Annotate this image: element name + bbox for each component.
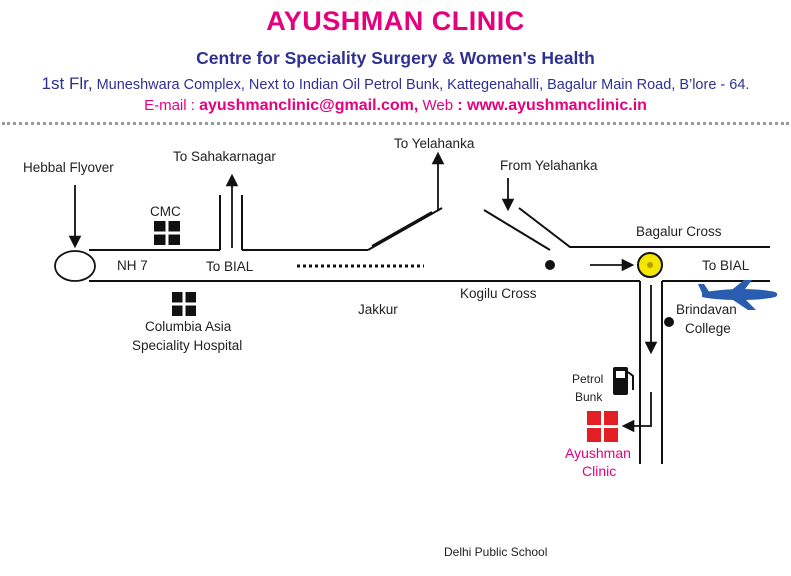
label-cmc: CMC — [150, 204, 181, 219]
clinic-contact: E-mail : ayushmanclinic@gmail.com, Web :… — [0, 97, 791, 115]
yelahanka-road-right — [518, 207, 770, 248]
kogilu-cross-dot — [545, 260, 555, 270]
label-kogilu-cross: Kogilu Cross — [460, 286, 537, 301]
columbia-hospital-icon — [172, 292, 196, 316]
arrow-to-clinic — [621, 392, 652, 433]
label-clinic-line2: Clinic — [582, 463, 616, 479]
direction-arrows — [68, 151, 658, 433]
yelahanka-inner-left — [371, 211, 433, 247]
yelahanka-road-left — [367, 207, 443, 251]
clinic-address: 1st Flr, Muneshwara Complex, Next to Ind… — [0, 74, 791, 94]
email-label: E-mail : — [144, 97, 200, 114]
web-link[interactable]: : www.ayushmanclinic.in — [457, 97, 647, 114]
header-divider — [2, 122, 789, 125]
airplane-icon — [698, 280, 778, 310]
petrol-pump-icon — [613, 367, 634, 395]
label-brindavan-line1: Brindavan — [676, 302, 737, 317]
label-clinic-line1: Ayushman — [565, 445, 631, 461]
label-brindavan-line2: College — [685, 321, 731, 336]
bagalur-cross-marker-icon — [637, 252, 663, 278]
label-nh7: NH 7 — [117, 258, 148, 273]
address-floor: 1st Flr, — [41, 74, 93, 93]
label-columbia-line1: Columbia Asia — [145, 319, 232, 334]
road-network — [89, 195, 770, 464]
label-from-yelahanka: From Yelahanka — [500, 158, 598, 173]
clinic-cross-icon — [587, 411, 618, 442]
hebbal-flyover-icon — [54, 250, 96, 282]
clinic-subtitle: Centre for Speciality Surgery & Women's … — [196, 48, 595, 68]
label-petrol-line1: Petrol — [572, 372, 603, 386]
label-to-yelahanka: To Yelahanka — [394, 136, 475, 151]
label-hebbal-flyover: Hebbal Flyover — [23, 160, 114, 175]
label-delhi-public-school: Delhi Public School — [444, 545, 547, 559]
label-petrol-line2: Bunk — [575, 390, 603, 404]
label-columbia-line2: Speciality Hospital — [132, 338, 242, 353]
cmc-hospital-icon — [154, 221, 180, 245]
brindavan-dot — [664, 317, 674, 327]
label-to-bial-2: To BIAL — [702, 258, 750, 273]
email-link[interactable]: ayushmanclinic@gmail.com, — [199, 97, 419, 114]
label-to-bial-1: To BIAL — [206, 259, 254, 274]
label-jakkur: Jakkur — [358, 302, 398, 317]
label-to-sahakarnagar: To Sahakarnagar — [173, 149, 276, 164]
web-label: Web — [418, 97, 458, 114]
from-yelahanka-inner — [483, 209, 551, 251]
label-bagalur-cross: Bagalur Cross — [636, 224, 722, 239]
clinic-title: AYUSHMAN CLINIC — [266, 6, 525, 36]
address-text: Muneshwara Complex, Next to Indian Oil P… — [92, 77, 750, 93]
